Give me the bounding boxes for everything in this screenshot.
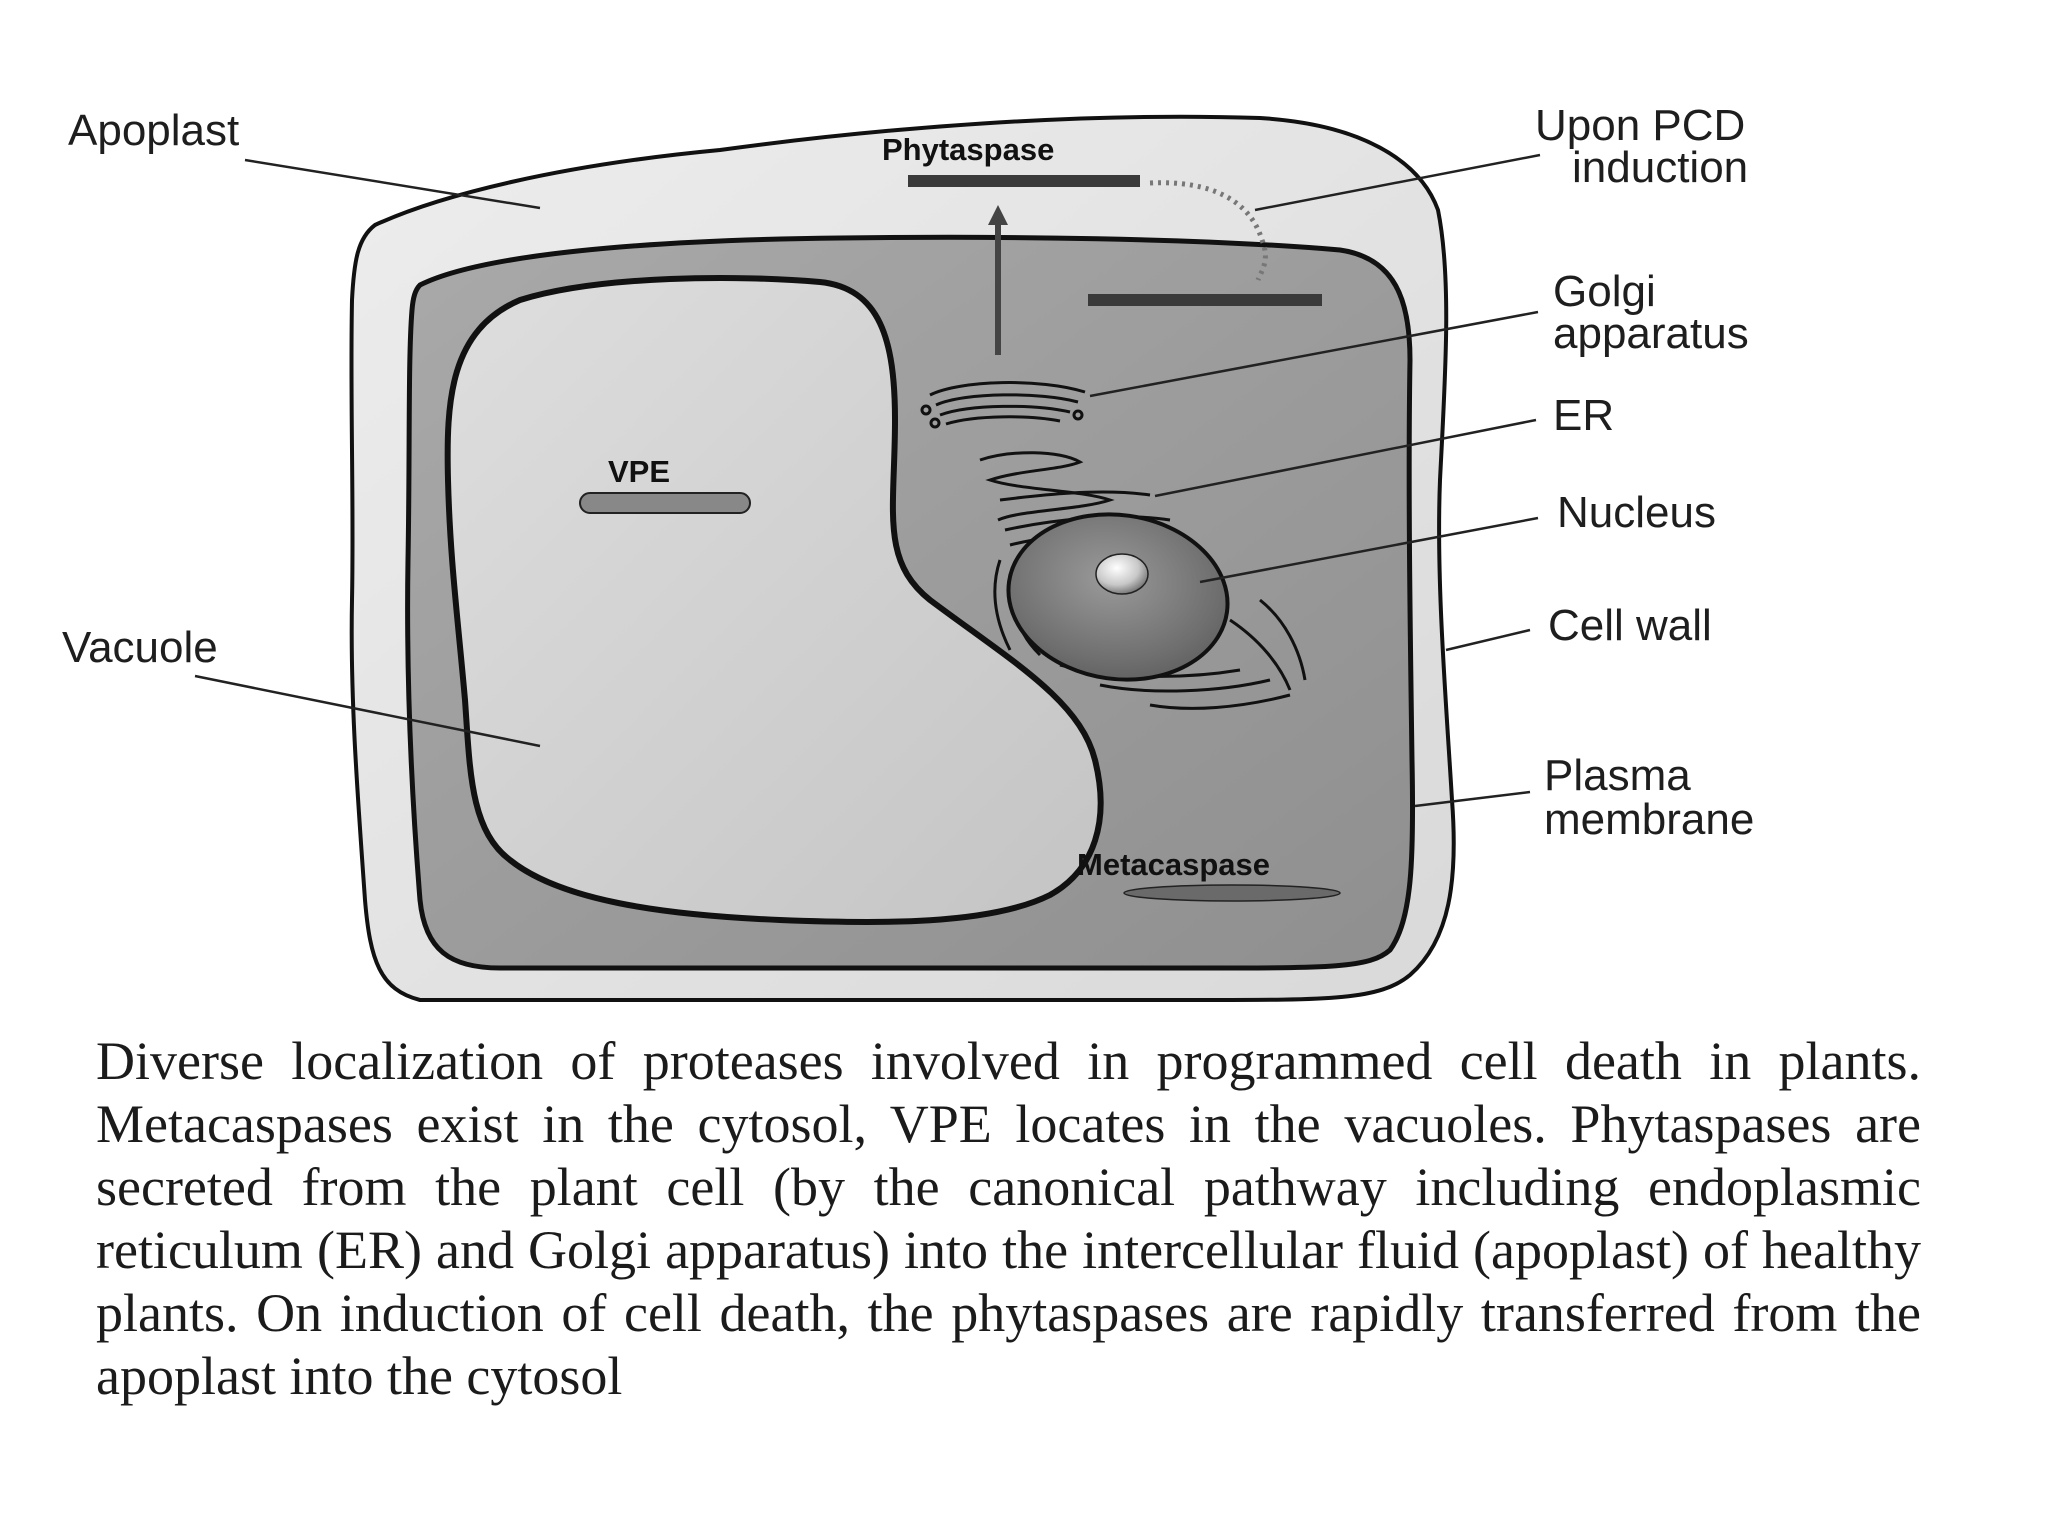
metacaspase-bar: [1123, 884, 1341, 902]
leader-lines: [194, 153, 1541, 808]
vpe-bar: [579, 492, 751, 514]
label-metacaspase: Metacaspase: [1077, 847, 1270, 882]
label-phytaspase: Phytaspase: [882, 132, 1054, 167]
golgi-apparatus: [920, 381, 1086, 429]
label-plasma-line2: membrane: [1544, 795, 1754, 844]
phytaspase-bar-cytosol: [1088, 294, 1322, 306]
pcd-induction-trail: [1149, 180, 1268, 281]
label-plasma-line1: Plasma: [1544, 751, 1691, 800]
vacuole: [444, 275, 1104, 926]
label-golgi-line2: apparatus: [1553, 309, 1749, 358]
phytaspase-bar-apoplast: [908, 175, 1140, 187]
label-er: ER: [1553, 391, 1614, 440]
label-nucleus: Nucleus: [1557, 488, 1716, 537]
secretion-arrow-head: [988, 205, 1008, 225]
label-upon-pcd-line2: induction: [1572, 143, 1748, 192]
nucleolus: [1095, 553, 1149, 595]
label-vpe: VPE: [608, 454, 670, 489]
label-golgi-line1: Golgi: [1553, 267, 1656, 316]
label-upon-pcd-line1: Upon PCD: [1535, 101, 1745, 150]
label-vacuole: Vacuole: [62, 623, 218, 672]
plant-cell-diagram: Apoplast Upon PCD induction Golgi appara…: [62, 101, 1754, 1002]
label-apoplast: Apoplast: [68, 106, 239, 155]
label-cell-wall: Cell wall: [1548, 601, 1712, 650]
nucleus: [1006, 512, 1230, 682]
figure-caption: Diverse localization of proteases involv…: [96, 1031, 1921, 1406]
